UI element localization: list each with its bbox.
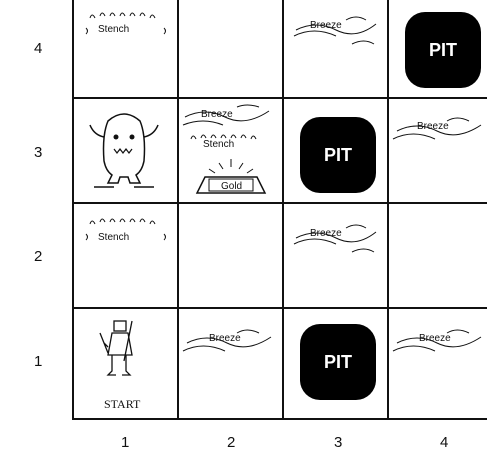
cell-4-1: Breeze (389, 309, 487, 418)
row-label-3: 3 (34, 144, 42, 161)
wumpus-icon (84, 107, 164, 197)
stench-lines-icon (82, 212, 182, 257)
cell-1-2: Stench (74, 204, 177, 307)
stench-lines-icon (82, 6, 182, 51)
breeze-label: Breeze (417, 121, 449, 132)
breeze-label: Breeze (310, 228, 342, 239)
row-label-2: 2 (34, 248, 42, 265)
wumpus-world-grid: Stench Breeze PIT Breeze Stench G (72, 0, 487, 420)
cell-4-3: Breeze (389, 99, 487, 202)
cell-3-2: Breeze (284, 204, 387, 307)
gold-label: Gold (221, 181, 242, 192)
cell-3-4: Breeze (284, 0, 387, 97)
cell-2-3: Breeze Stench Gold (179, 99, 282, 202)
col-label-2: 2 (227, 434, 235, 451)
grid-line (72, 418, 487, 420)
col-label-3: 3 (334, 434, 342, 451)
cell-1-1: START (74, 309, 177, 418)
breeze-lines-icon (389, 109, 487, 159)
stench-label: Stench (98, 24, 129, 35)
breeze-lines-icon (286, 8, 386, 58)
breeze-label: Breeze (209, 333, 241, 344)
cell-1-4: Stench (74, 0, 177, 97)
cell-2-1: Breeze (179, 309, 282, 418)
pit-3-1: PIT (300, 324, 376, 400)
agent-icon (94, 313, 164, 393)
pit-4-4: PIT (405, 12, 481, 88)
start-label: START (104, 397, 140, 412)
col-label-1: 1 (121, 434, 129, 451)
stench-label: Stench (98, 232, 129, 243)
col-label-4: 4 (440, 434, 448, 451)
pit-3-3: PIT (300, 117, 376, 193)
row-label-4: 4 (34, 40, 42, 57)
breeze-lines-icon (179, 321, 279, 371)
breeze-label: Breeze (201, 109, 233, 120)
stench-label: Stench (203, 139, 234, 150)
breeze-lines-icon (389, 321, 487, 371)
breeze-lines-icon (286, 216, 386, 266)
cell-1-3 (74, 99, 177, 202)
row-label-1: 1 (34, 353, 42, 370)
gold-icon (191, 155, 271, 199)
breeze-label: Breeze (419, 333, 451, 344)
breeze-label: Breeze (310, 20, 342, 31)
